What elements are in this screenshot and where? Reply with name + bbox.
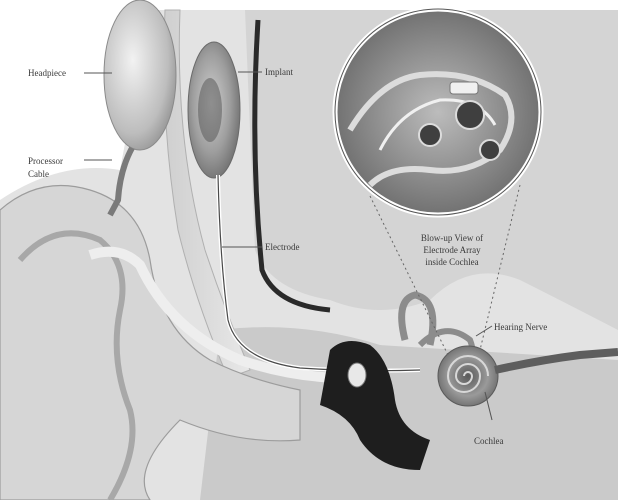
label-implant: Implant [265,67,293,77]
label-blowup-line3: inside Cochlea [425,257,478,267]
label-cochlea: Cochlea [474,436,504,446]
eardrum [348,363,366,387]
headpiece [104,0,176,150]
label-hearing-nerve: Hearing Nerve [494,322,547,332]
label-processor-cable-line2: Cable [28,169,49,179]
label-blowup-line1: Blow-up View of [421,233,483,243]
label-processor-cable-line1: Processor [28,156,63,166]
label-blowup-line2: Electrode Array [423,245,481,255]
label-headpiece: Headpiece [28,68,66,78]
label-electrode: Electrode [265,242,299,252]
